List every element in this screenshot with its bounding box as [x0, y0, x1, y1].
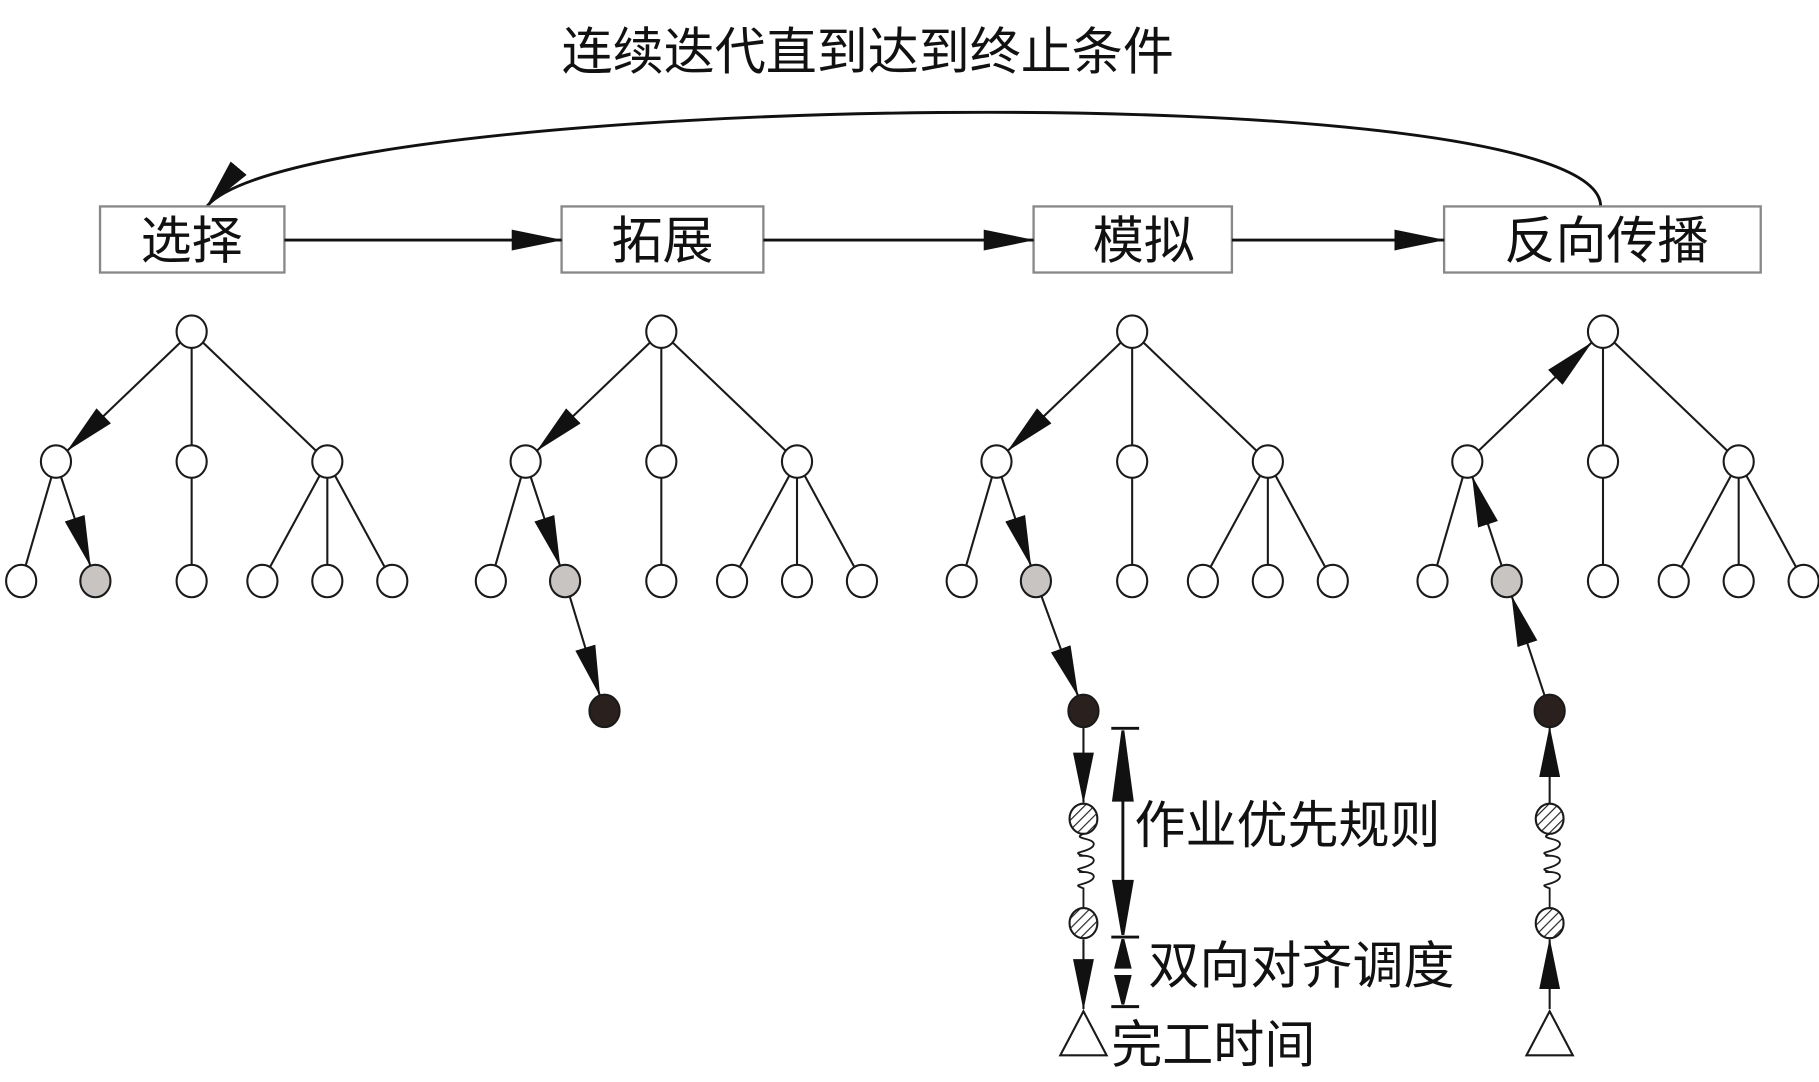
leaf-node — [311, 563, 344, 599]
leaf-node — [845, 563, 879, 599]
terminal-triangle — [1058, 1009, 1109, 1057]
simulated-node — [1534, 907, 1565, 940]
leaf-node — [1722, 563, 1755, 599]
path-arrow — [529, 475, 561, 567]
selected-node — [1019, 563, 1053, 599]
leaf-node — [715, 563, 749, 599]
tree-node — [1586, 444, 1620, 479]
path-arrow — [1510, 595, 1546, 697]
selected-node — [79, 563, 112, 599]
tree-node — [1722, 444, 1755, 479]
path-arrow — [1040, 594, 1079, 697]
leaf-node — [1251, 563, 1284, 599]
root-node — [645, 314, 678, 349]
step-label: 选择 — [141, 213, 243, 272]
root-node — [1586, 314, 1620, 349]
tree-edge — [24, 475, 53, 566]
tree-node — [780, 444, 814, 479]
selected-node — [1490, 563, 1523, 599]
path-arrow — [1477, 342, 1593, 452]
path-arrow — [536, 341, 652, 452]
tree-edge — [1436, 475, 1465, 566]
rollout-coil — [1077, 832, 1095, 909]
tree-node — [509, 444, 542, 479]
simulated-node — [1534, 802, 1565, 835]
tree-edge — [803, 474, 856, 568]
tree-node — [1251, 444, 1284, 479]
tree-node — [645, 444, 678, 479]
dispatch-rule-label: 作业优先规则 — [1134, 797, 1440, 856]
tree-edge — [494, 475, 523, 566]
tree-edge — [201, 341, 317, 452]
tree-edge — [1142, 341, 1257, 452]
new-node — [1067, 693, 1100, 729]
path-arrow — [59, 475, 92, 567]
leaf-node — [5, 563, 38, 599]
step-select: 选择 — [98, 205, 286, 274]
root-node — [1116, 314, 1149, 349]
path-arrow — [66, 341, 182, 452]
tree-edge — [1680, 474, 1733, 568]
leaf-node — [780, 563, 814, 599]
leaf-node — [1586, 563, 1620, 599]
step-backprop: 反向传播 — [1442, 205, 1762, 274]
leaf-node — [645, 563, 678, 599]
tree-node — [175, 444, 208, 479]
leaf-node — [1316, 563, 1349, 599]
path-arrow — [1000, 475, 1032, 567]
rollout-coil — [1543, 832, 1561, 909]
leaf-node — [945, 563, 978, 599]
tree-edge — [671, 341, 787, 452]
loop-arrow — [205, 110, 1603, 208]
simulated-node — [1068, 802, 1099, 835]
leaf-node — [376, 563, 409, 599]
leaf-node — [474, 563, 507, 599]
tree-node — [311, 444, 344, 479]
step-label: 拓展 — [611, 213, 713, 272]
leaf-node — [1787, 563, 1819, 599]
dimension-lines — [1111, 726, 1140, 1009]
leaf-node — [175, 563, 208, 599]
terminal-triangle — [1524, 1009, 1575, 1057]
selected-node — [548, 563, 582, 599]
tree-edge — [1274, 474, 1326, 568]
tree-node — [39, 444, 73, 479]
step-expand: 拓展 — [560, 205, 765, 274]
tree-edge — [333, 474, 386, 568]
completion-time-label: 完工时间 — [1111, 1016, 1315, 1075]
path-arrow — [1007, 341, 1122, 452]
leaf-node — [1657, 563, 1690, 599]
loop-label: 连续迭代直到达到终止条件 — [562, 24, 1174, 83]
tree-edge — [738, 474, 791, 568]
step-label: 模拟 — [1093, 213, 1195, 272]
new-node — [588, 693, 621, 729]
tree-edge — [965, 475, 994, 566]
new-node — [1533, 693, 1566, 729]
tree-node — [980, 444, 1013, 479]
tree-node — [1116, 444, 1149, 479]
path-arrow — [568, 595, 601, 697]
step-simulate: 模拟 — [1032, 205, 1234, 274]
leaf-node — [1186, 563, 1220, 599]
simulated-node — [1068, 907, 1099, 940]
root-node — [175, 314, 208, 349]
path-arrow — [1471, 475, 1504, 568]
leaf-node — [1416, 563, 1449, 599]
leaf-node — [1116, 563, 1149, 599]
step-label: 反向传播 — [1504, 213, 1708, 272]
tree-edge — [1613, 341, 1728, 452]
bidirectional-alignment-label: 双向对齐调度 — [1148, 937, 1454, 996]
tree-node — [1451, 444, 1484, 479]
leaf-node — [246, 563, 279, 599]
tree-edge — [1744, 474, 1797, 568]
tree-edge — [269, 474, 322, 568]
tree-edge — [1209, 474, 1262, 568]
